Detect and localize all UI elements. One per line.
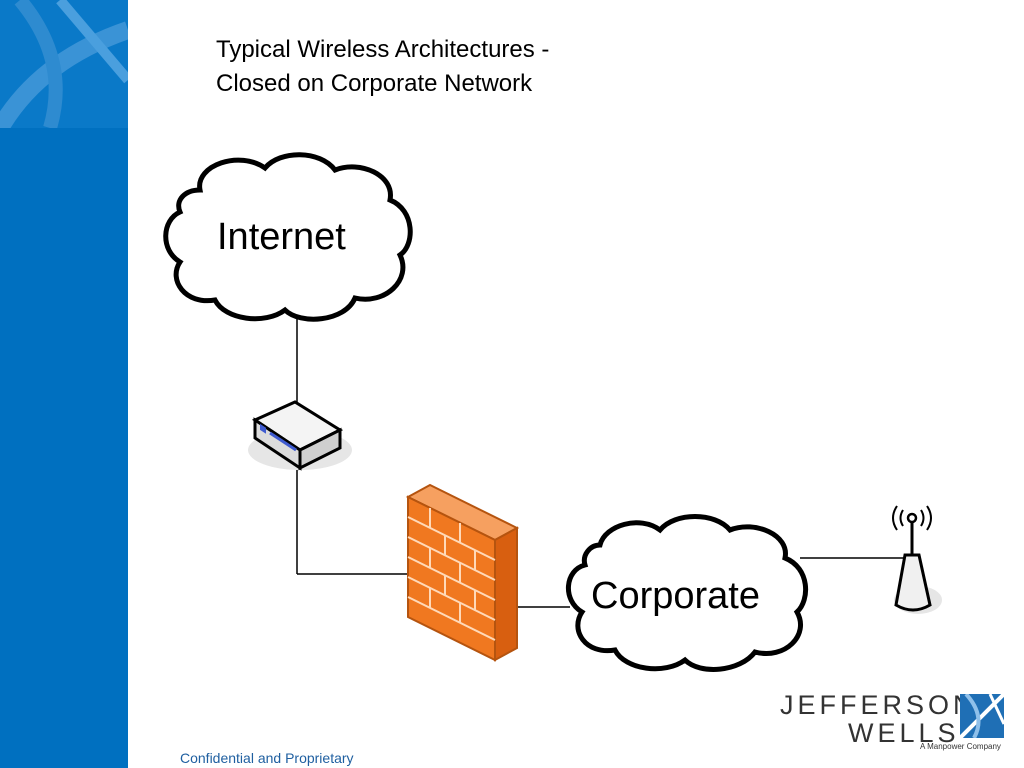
brand-logo: JEFFERSON WELLS A Manpower Company: [780, 690, 1010, 754]
slide-title-line1: Typical Wireless Architectures -: [216, 36, 550, 63]
brand-mark-icon: [960, 694, 1004, 738]
internet-label: Internet: [217, 216, 346, 258]
corporate-label: Corporate: [591, 575, 760, 617]
slide-title: Typical Wireless Architectures - Closed …: [216, 33, 549, 101]
sidebar-logo-icon: [0, 0, 128, 128]
slide-title-line2: Closed on Corporate Network: [216, 70, 533, 97]
internet-cloud: [163, 152, 413, 322]
firewall-icon: [405, 483, 520, 662]
corporate-cloud: [565, 514, 809, 672]
brand-line2: WELLS: [848, 718, 960, 748]
wireless-access-point-icon: [892, 505, 942, 614]
router-icon: [248, 400, 352, 471]
brand-line1: JEFFERSON: [780, 690, 977, 720]
sidebar-band: [0, 0, 128, 768]
footer-confidential: Confidential and Proprietary: [180, 750, 354, 766]
brand-tagline: A Manpower Company: [920, 742, 1001, 751]
